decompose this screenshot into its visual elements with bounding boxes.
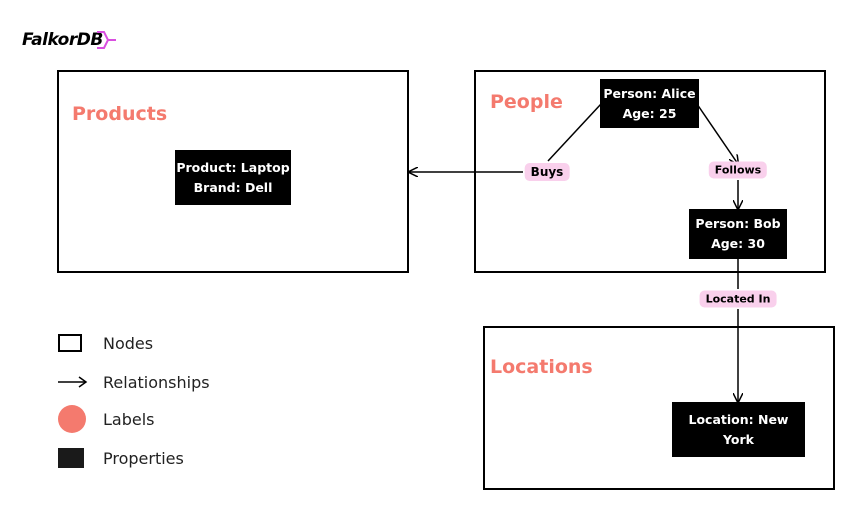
node-newyork-location: Location: New York: [688, 411, 789, 447]
node-alice-name: Person: Alice: [603, 85, 696, 101]
label-circle-icon: [58, 405, 86, 433]
follows-edge: [696, 103, 738, 209]
products-label: Products: [72, 103, 168, 125]
brand-logo-text: FalkorDB: [22, 30, 103, 50]
legend-properties-label: Properties: [103, 448, 184, 468]
node-square-icon: [58, 334, 82, 352]
locations-label: Locations: [490, 356, 593, 378]
node-bob: Person: Bob Age: 30: [689, 209, 787, 259]
node-bob-name: Person: Bob: [695, 216, 781, 231]
node-newyork: Location: New York: [672, 402, 805, 457]
people-label: People: [490, 91, 563, 113]
legend-nodes: Nodes: [58, 331, 153, 355]
node-laptop-brand: Brand: Dell: [193, 179, 273, 195]
node-alice-age: Age: 25: [622, 105, 677, 121]
node-bob-age: Age: 30: [711, 236, 765, 251]
legend-labels-label: Labels: [103, 409, 155, 429]
node-alice: Person: Alice Age: 25: [600, 79, 699, 128]
property-square-icon: [58, 448, 84, 468]
legend-nodes-label: Nodes: [103, 333, 154, 353]
relationship-located-in-badge: Located In: [699, 290, 777, 308]
node-laptop: Product: Laptop Brand: Dell: [175, 150, 291, 205]
legend-labels: Labels: [58, 404, 155, 434]
legend-relationships-label: Relationships: [103, 372, 210, 392]
buys-edge: [409, 103, 602, 172]
legend-properties: Properties: [58, 446, 184, 470]
node-laptop-product: Product: Laptop: [176, 159, 290, 175]
brand-logo-icon: [97, 31, 116, 49]
relationship-follows-badge: Follows: [708, 161, 768, 179]
relationship-buys-badge: Buys: [524, 163, 570, 181]
legend-relationships: Relationships: [58, 370, 210, 394]
arrow-right-icon: [58, 376, 88, 388]
